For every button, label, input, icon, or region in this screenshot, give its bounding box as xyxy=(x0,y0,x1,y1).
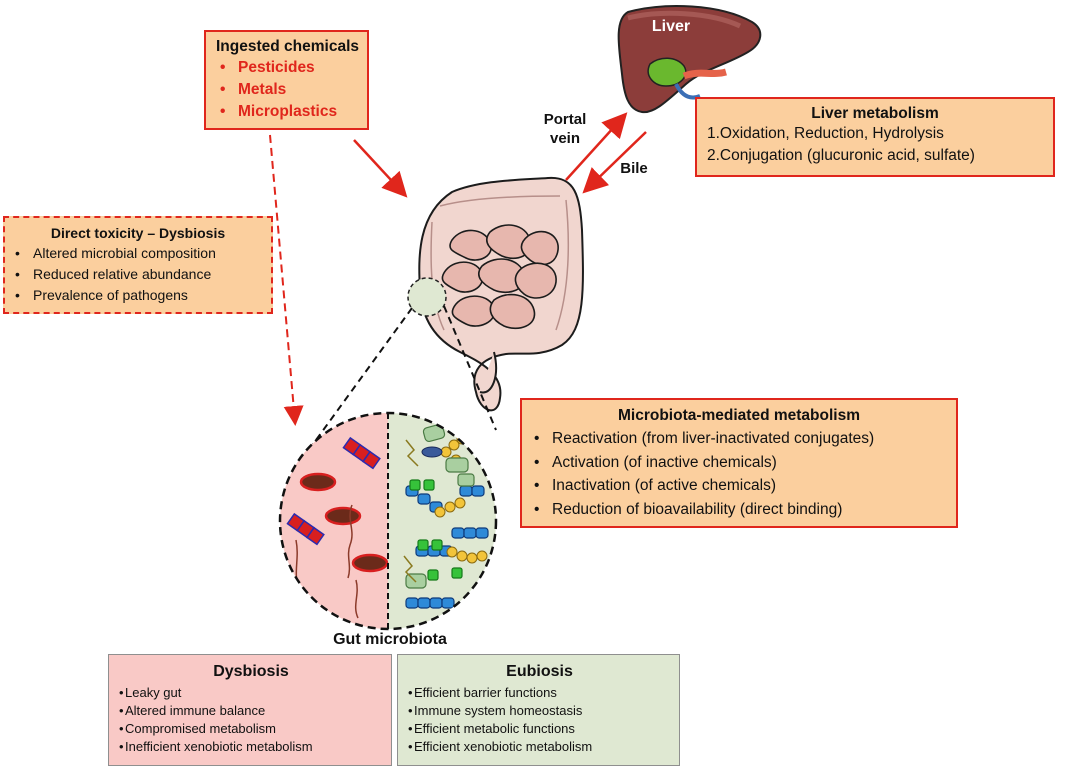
eubiosis-item-2: Immune system homeostasis xyxy=(408,702,671,720)
dysbiosis-item-3: Compromised metabolism xyxy=(119,720,383,738)
dysbiosis-item-2: Altered immune balance xyxy=(119,702,383,720)
arrow-portal-vein xyxy=(565,112,628,181)
liver-metabolism-box: Liver metabolism 1.Oxidation, Reduction,… xyxy=(695,97,1055,177)
liver-organ-label: Liver xyxy=(651,18,691,35)
portal-vein-label: Portal vein xyxy=(543,111,587,147)
arrow-direct-toxicity xyxy=(269,134,304,426)
eubiosis-box: Eubiosis Efficient barrier functions Imm… xyxy=(397,654,680,766)
microbiota-item-reactivation: Reactivation (from liver-inactivated con… xyxy=(530,427,948,451)
liver-illustration xyxy=(617,5,762,114)
ingested-item-microplastics: Microplastics xyxy=(216,101,367,123)
arrow-ingested-to-gut xyxy=(353,139,408,198)
direct-toxicity-item-1: Altered microbial composition xyxy=(11,243,265,264)
eubiosis-item-1: Efficient barrier functions xyxy=(408,684,671,702)
eubiosis-item-4: Efficient xenobiotic metabolism xyxy=(408,738,671,756)
ingested-chemicals-box: Ingested chemicals Pesticides Metals Mic… xyxy=(204,30,369,130)
ingested-chemicals-title: Ingested chemicals xyxy=(216,38,360,55)
zoom-region-marker xyxy=(407,277,447,317)
liver-metabolism-title: Liver metabolism xyxy=(811,105,939,122)
liver-metabolism-item-2: 2.Conjugation (glucuronic acid, sulfate) xyxy=(707,147,975,164)
arrow-bile xyxy=(582,131,647,194)
microbiota-metabolism-title: Microbiota-mediated metabolism xyxy=(617,407,860,424)
dysbiosis-item-1: Leaky gut xyxy=(119,684,383,702)
dysbiosis-title: Dysbiosis xyxy=(213,663,289,680)
zoom-line-left xyxy=(299,307,413,463)
gut-microbiota-label: Gut microbiota xyxy=(333,631,447,648)
ingested-item-metals: Metals xyxy=(216,79,367,101)
direct-toxicity-box: Direct toxicity – Dysbiosis Altered micr… xyxy=(3,216,273,314)
microbiota-item-inactivation: Inactivation (of active chemicals) xyxy=(530,474,948,498)
microbiota-item-activation: Activation (of inactive chemicals) xyxy=(530,451,948,475)
bile-label: Bile xyxy=(620,160,648,177)
dysbiosis-item-4: Inefficient xenobiotic metabolism xyxy=(119,738,383,756)
zoom-line-right xyxy=(443,305,497,431)
dysbiosis-box: Dysbiosis Leaky gut Altered immune balan… xyxy=(108,654,392,766)
liver-metabolism-item-1: 1.Oxidation, Reduction, Hydrolysis xyxy=(707,125,944,142)
intestine-illustration xyxy=(418,176,584,412)
eubiosis-title: Eubiosis xyxy=(506,663,573,680)
microbiota-metabolism-box: Microbiota-mediated metabolism Reactivat… xyxy=(520,398,958,528)
eubiosis-item-3: Efficient metabolic functions xyxy=(408,720,671,738)
ingested-item-pesticides: Pesticides xyxy=(216,57,367,79)
direct-toxicity-item-3: Prevalence of pathogens xyxy=(11,285,265,306)
commensal-bacteria xyxy=(403,423,489,609)
direct-toxicity-item-2: Reduced relative abundance xyxy=(11,264,265,285)
pathogen-bacteria xyxy=(286,436,389,619)
microbiota-item-bioavailability: Reduction of bioavailability (direct bin… xyxy=(530,498,948,522)
direct-toxicity-title: Direct toxicity – Dysbiosis xyxy=(50,225,226,241)
